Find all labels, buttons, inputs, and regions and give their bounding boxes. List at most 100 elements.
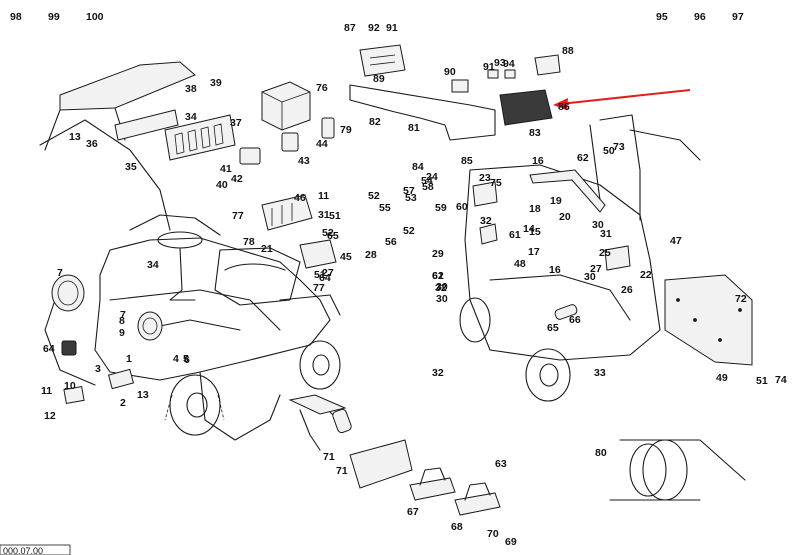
callout-number: 11 <box>41 385 52 397</box>
callout-number: 48 <box>514 258 526 270</box>
callout-number: 100 <box>86 11 104 23</box>
callout-number: 51 <box>329 210 341 222</box>
callout-number: 80 <box>595 447 607 459</box>
callout-number: 47 <box>670 235 682 247</box>
bracket-71-lower <box>454 482 501 516</box>
callout-number: 93 <box>494 57 506 69</box>
callout-number: 32 <box>432 367 444 379</box>
lamp-25 <box>604 245 631 271</box>
callout-number: 54 <box>421 175 433 187</box>
footer-frame <box>0 544 71 555</box>
callout-number: 29 <box>432 248 444 260</box>
callout-number: 63 <box>495 458 507 470</box>
callout-number: 32 <box>480 215 492 227</box>
callout-number: 78 <box>243 236 255 248</box>
callout-number: 44 <box>316 138 328 150</box>
highlight-arrow <box>553 89 691 110</box>
callout-number: 61 <box>509 229 521 241</box>
callout-number: 49 <box>716 372 728 384</box>
fuse-holder-49 <box>299 239 337 269</box>
callout-number: 71 <box>336 465 348 477</box>
right-wheel-rear <box>459 297 491 343</box>
callout-number: 34 <box>185 111 197 123</box>
bracket-33 <box>479 223 498 245</box>
callout-number: 76 <box>316 82 328 94</box>
rear-wheel <box>164 374 225 436</box>
callout-number: 64 <box>43 343 55 355</box>
lamp-10 <box>63 385 85 405</box>
callout-number: 37 <box>230 117 242 129</box>
callout-number: 98 <box>10 11 22 23</box>
relay-93 <box>451 79 469 93</box>
callout-number: 89 <box>373 73 385 85</box>
callout-number: 19 <box>550 195 562 207</box>
lamp-housing-2 <box>107 368 135 390</box>
switch-83 <box>321 117 335 139</box>
right-wheel-front <box>525 348 571 402</box>
callout-number: 26 <box>621 284 633 296</box>
callout-number: 84 <box>412 161 424 173</box>
callout-number: 65 <box>547 322 559 334</box>
callout-number: 3 <box>95 363 101 375</box>
callout-number: 14 <box>523 223 535 235</box>
pedal-assembly <box>288 394 352 451</box>
callout-number: 77 <box>232 210 244 222</box>
callout-number: 18 <box>529 203 541 215</box>
callout-number: 27 <box>590 263 602 275</box>
callout-number: 25 <box>599 247 611 259</box>
callout-number: 24 <box>426 171 438 183</box>
callout-number: 10 <box>64 380 76 392</box>
callout-number: 52 <box>368 190 380 202</box>
callout-number: 87 <box>344 22 356 34</box>
callout-number: 34 <box>147 259 159 271</box>
callout-number: 65 <box>327 230 339 242</box>
callout-number: 85 <box>461 155 473 167</box>
dashboard-display-panel <box>164 114 236 161</box>
callout-number: 68 <box>451 521 463 533</box>
callout-number: 4 <box>173 353 179 365</box>
callout-number: 42 <box>231 173 243 185</box>
callout-number: 33 <box>594 367 606 379</box>
callout-number: 16 <box>532 155 544 167</box>
callout-number: 59 <box>435 202 447 214</box>
relay-99 <box>487 69 499 79</box>
callout-number: 83 <box>529 127 541 139</box>
callout-number: 31 <box>600 228 612 240</box>
callout-number: 99 <box>48 11 60 23</box>
callout-number: 27 <box>322 267 334 279</box>
callout-number: 95 <box>656 11 668 23</box>
callout-number: 51 <box>314 269 326 281</box>
callout-number: 58 <box>422 181 434 193</box>
callout-number: 74 <box>775 374 787 386</box>
plate-74 <box>349 439 413 489</box>
lamp-26 <box>472 181 498 207</box>
callout-number: 97 <box>732 11 744 23</box>
callout-number: 71 <box>323 451 335 463</box>
callout-number: 51 <box>756 375 768 387</box>
switch-45 <box>239 147 261 165</box>
callout-number: 67 <box>407 506 419 518</box>
callout-number: 94 <box>503 58 515 70</box>
callout-number: 35 <box>125 161 137 173</box>
callout-number: 73 <box>613 141 625 153</box>
callout-number: 43 <box>298 155 310 167</box>
relay-100 <box>504 69 516 79</box>
callout-number: 13 <box>137 389 149 401</box>
callout-number: 79 <box>340 124 352 136</box>
callout-number: 28 <box>365 249 377 261</box>
callout-number: 15 <box>529 226 541 238</box>
electrical-box <box>261 81 311 131</box>
callout-number: 60 <box>456 201 468 213</box>
callout-number: 30 <box>436 281 448 293</box>
callout-number: 17 <box>528 246 540 258</box>
callout-number: 50 <box>603 145 615 157</box>
callout-number: 23 <box>479 172 491 184</box>
callout-number: 92 <box>368 22 380 34</box>
callout-number: 70 <box>487 528 499 540</box>
callout-number: 75 <box>490 177 502 189</box>
right-forklift-frame <box>459 114 753 402</box>
callout-number: 40 <box>216 179 228 191</box>
callout-number: 41 <box>220 163 232 175</box>
lamp-67 <box>61 340 77 356</box>
